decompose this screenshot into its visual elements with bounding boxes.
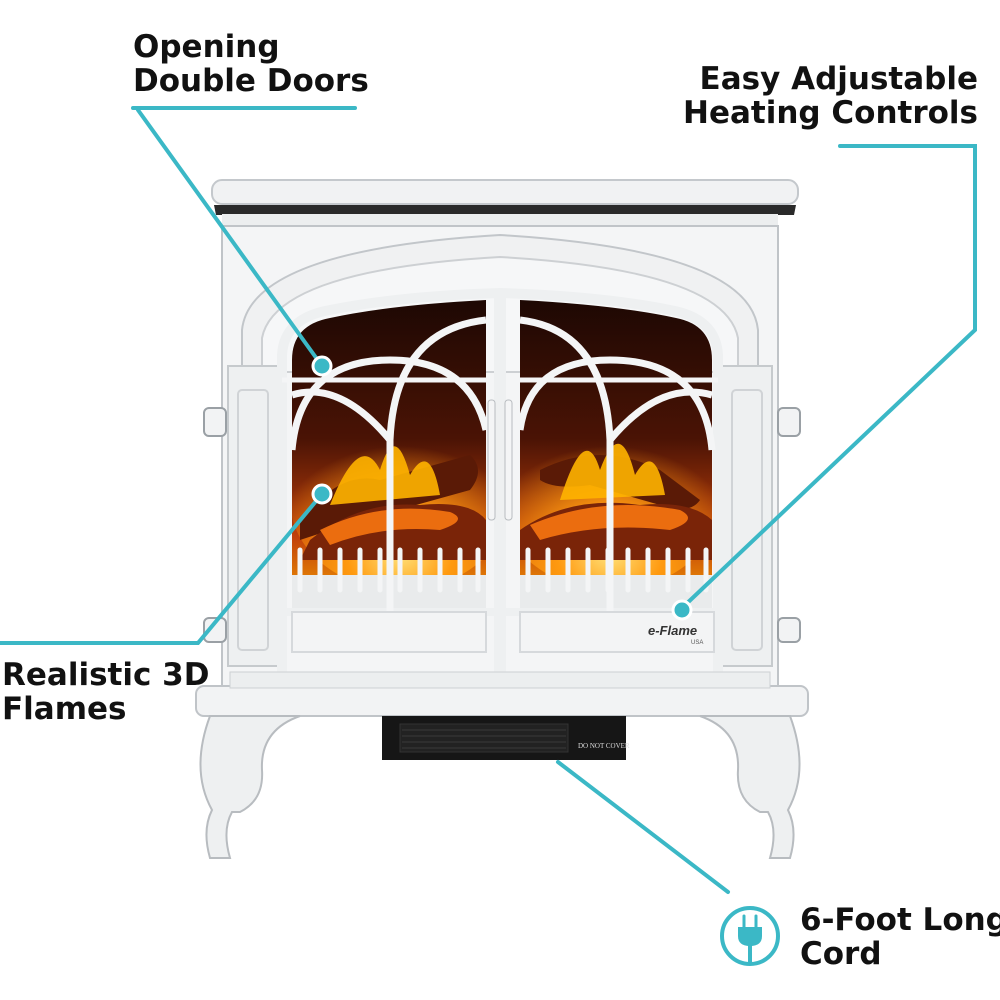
svg-text:USA: USA	[691, 640, 703, 646]
stove-base	[195, 671, 809, 859]
callout-heating-controls: Easy Adjustable Heating Controls	[683, 62, 978, 130]
callout-doors-line2: Double Doors	[133, 63, 369, 99]
callout-cord-line2: Cord	[800, 936, 882, 972]
heater-vent: DO NOT COVER	[382, 716, 630, 760]
callout-long-cord: 6-Foot Long Cord	[800, 903, 1000, 971]
callout-cord-line1: 6-Foot Long	[800, 902, 1000, 938]
callout-flames-line2: Flames	[2, 691, 127, 727]
callout-doors-line1: Opening	[133, 29, 280, 65]
stove-top	[211, 179, 799, 232]
callout-opening-double-doors: Opening Double Doors	[133, 30, 369, 98]
callout-flames-line1: Realistic 3D	[2, 657, 210, 693]
callout-controls-line2: Heating Controls	[683, 95, 978, 131]
callout-realistic-flames: Realistic 3D Flames	[2, 658, 209, 726]
svg-text:DO NOT COVER: DO NOT COVER	[578, 742, 630, 750]
brand-logo: e-Flame USA	[648, 623, 703, 646]
door-handles	[487, 399, 513, 521]
svg-text:e-Flame: e-Flame	[648, 623, 697, 638]
callout-controls-line1: Easy Adjustable	[699, 61, 978, 97]
